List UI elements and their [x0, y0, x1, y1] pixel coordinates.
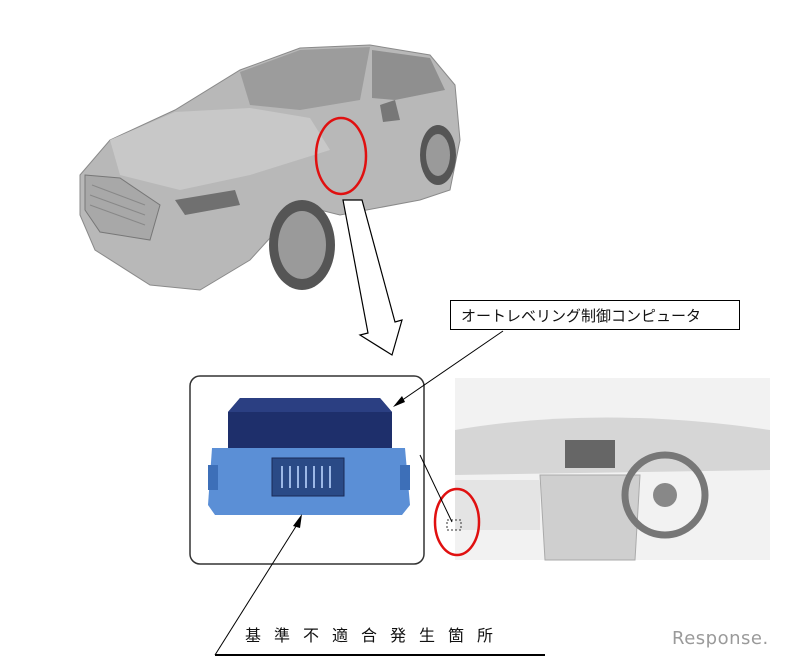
location-leader-line: [214, 519, 301, 656]
location-label: 基準不適合発生箇所: [245, 626, 507, 645]
auto-leveling-computer-module: [208, 398, 410, 515]
connector-port: [271, 457, 345, 497]
car-illustration: [79, 44, 461, 291]
callout-leader-line: [397, 330, 504, 404]
watermark-logo: Response.: [672, 628, 769, 649]
frame-leader-line: [419, 454, 453, 523]
highlight-circle-dashboard: [433, 487, 481, 557]
dashboard-illustration: [446, 378, 770, 561]
callout-label: オートレベリング制御コンピュータ: [450, 300, 740, 330]
highlight-circle-fender: [314, 116, 368, 196]
hollow-arrow: [342, 199, 403, 356]
callout-label-text: オートレベリング制御コンピュータ: [461, 306, 702, 325]
